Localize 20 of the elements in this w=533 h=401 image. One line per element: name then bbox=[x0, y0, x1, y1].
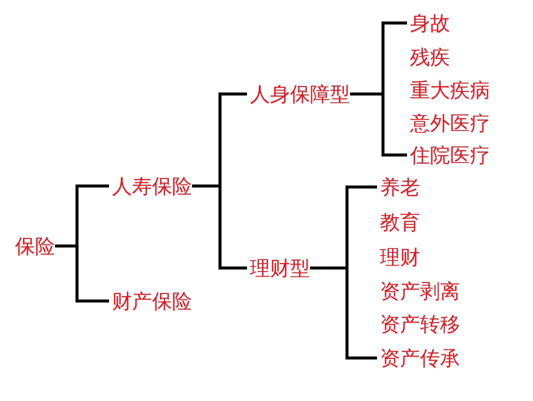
category-label: 人身保障型 bbox=[250, 81, 350, 107]
bracket-connector bbox=[310, 266, 377, 360]
category-label: 理财型 bbox=[250, 255, 310, 281]
category-label: 残疾 bbox=[410, 44, 450, 70]
category-label: 重大疾病 bbox=[410, 77, 490, 103]
category-label: 意外医疗 bbox=[410, 110, 490, 136]
bracket-connector bbox=[55, 244, 109, 302]
category-label: 理财 bbox=[380, 244, 420, 270]
category-label: 养老 bbox=[380, 174, 420, 200]
category-label: 财产保险 bbox=[112, 288, 192, 314]
category-label: 身故 bbox=[410, 10, 450, 36]
category-label: 保险 bbox=[15, 233, 55, 259]
category-label: 人寿保险 bbox=[112, 173, 192, 199]
category-label: 教育 bbox=[380, 209, 420, 235]
category-label: 住院医疗 bbox=[410, 142, 490, 168]
bracket-connector bbox=[350, 92, 407, 156]
category-label: 资产传承 bbox=[380, 345, 460, 371]
bracket-connector bbox=[192, 184, 247, 270]
category-label: 资产剥离 bbox=[380, 278, 460, 304]
category-label: 资产转移 bbox=[380, 311, 460, 337]
